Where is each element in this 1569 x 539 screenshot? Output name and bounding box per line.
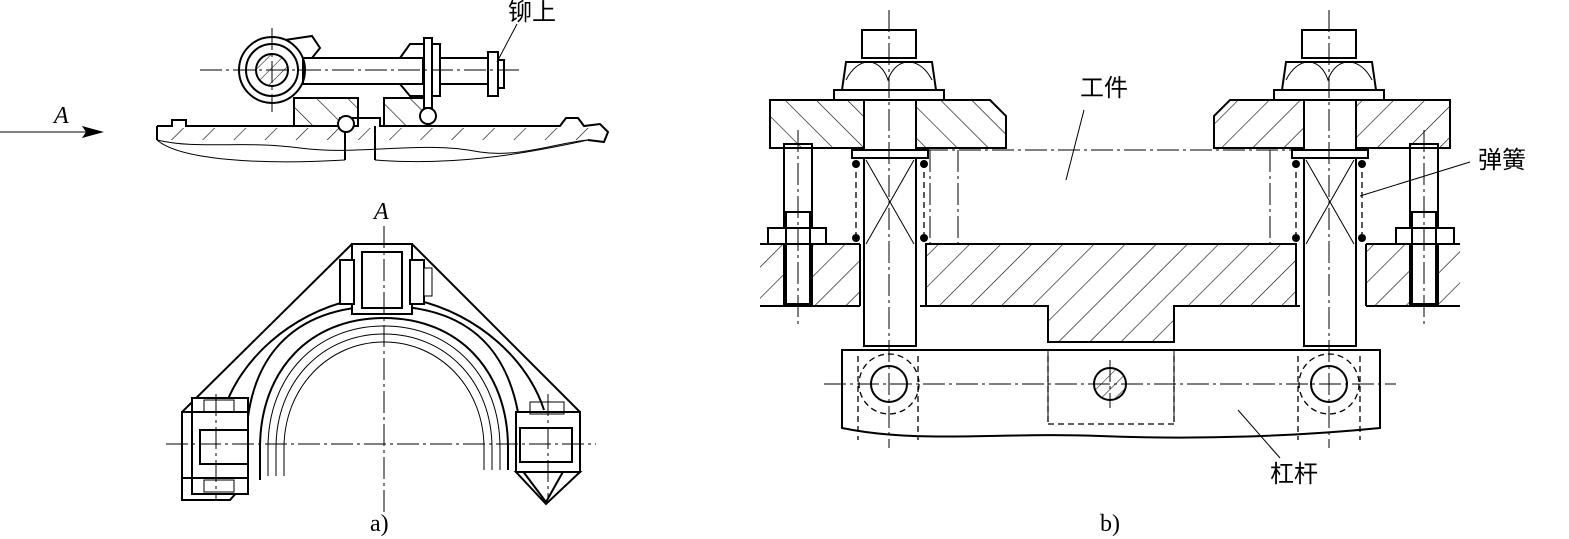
- caption-a: a): [370, 511, 389, 537]
- view-arrow-label: A: [54, 103, 69, 129]
- spring-label: 弹簧: [1478, 146, 1526, 174]
- lever: [824, 349, 1396, 440]
- workpiece-phantom: [860, 149, 1296, 244]
- view-direction-arrow: [0, 126, 104, 138]
- clamp-block-section: [293, 97, 437, 133]
- base-plate-section: [156, 117, 610, 163]
- shaft: [200, 28, 520, 112]
- caption-b: b): [1100, 511, 1120, 537]
- spring-leader: [1359, 161, 1471, 197]
- figure-a-view-a: [166, 226, 596, 512]
- stud-assembly-right: [1273, 10, 1385, 448]
- top-lug: [339, 243, 433, 315]
- lever-leader: [1237, 409, 1281, 459]
- lever-label: 杠杆: [1270, 460, 1318, 488]
- workpiece-label: 工件: [1080, 74, 1128, 102]
- figure-a-side-view: [0, 23, 610, 163]
- stud-assembly-left: [833, 10, 945, 448]
- support-pin-left: [767, 130, 827, 326]
- figure-b: [760, 10, 1471, 459]
- workpiece-leader: [1065, 109, 1085, 181]
- support-pin-right: [1395, 130, 1455, 326]
- rivet-label: 铆上: [508, 0, 556, 26]
- view-a-title: A: [374, 199, 389, 225]
- rivet-leader: [496, 23, 518, 63]
- left-lug: [181, 397, 249, 495]
